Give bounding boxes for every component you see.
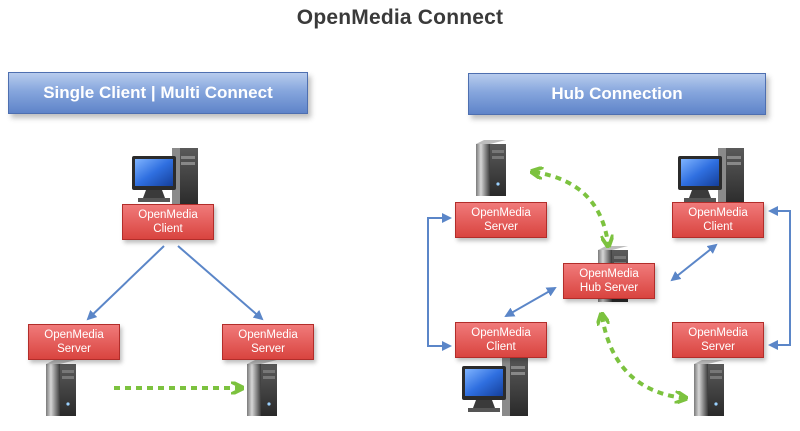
right-server-tower-icon xyxy=(247,360,277,416)
bottom-client-computer-icon xyxy=(462,358,528,416)
client-to-left-server-arrow xyxy=(86,245,165,321)
left-server-tower-icon xyxy=(46,360,76,416)
hub-to-bottom-server-dotted-arrow xyxy=(602,316,684,398)
bottom-server-tower-icon xyxy=(694,360,724,416)
hub-to-top-server-dotted-arrow xyxy=(534,172,608,244)
hub-connection-banner: Hub Connection xyxy=(468,73,766,115)
right-bracket-connector xyxy=(768,206,791,350)
left-bracket-connector xyxy=(427,213,452,351)
diagram-title: OpenMedia Connect xyxy=(296,6,504,29)
client-to-right-server-arrow xyxy=(177,245,264,321)
hub-to-bottom-client-arrow xyxy=(504,287,557,317)
left-client-computer-icon xyxy=(132,148,198,206)
top-server-tower-icon xyxy=(476,140,506,196)
single-client-multi-connect-banner: Single Client | Multi Connect xyxy=(8,72,308,114)
hub-to-top-client-arrow xyxy=(670,243,718,282)
top-client-computer-icon xyxy=(678,148,744,206)
